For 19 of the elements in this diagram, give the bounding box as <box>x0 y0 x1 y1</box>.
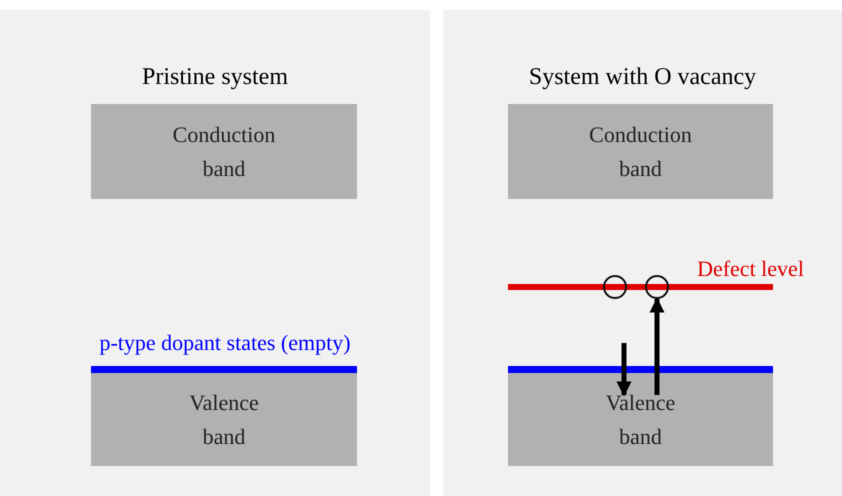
level-label: Defect level <box>696 255 805 283</box>
band-box <box>508 373 773 466</box>
band-label: Valence band <box>604 388 676 450</box>
arrow <box>616 343 632 396</box>
energy-level <box>508 366 773 373</box>
panel-title: System with O vacancy <box>528 63 758 92</box>
panel-background <box>443 10 842 496</box>
band-label: Conduction band <box>588 120 693 182</box>
band-label: Valence band <box>188 388 260 450</box>
level-label: p-type dopant states (empty) <box>98 329 352 357</box>
hole-circle <box>603 275 627 299</box>
band-box <box>91 373 357 466</box>
band-label: Conduction band <box>172 120 276 182</box>
panel-title: Pristine system <box>140 63 289 92</box>
hole-circle <box>645 275 669 299</box>
panel-background <box>0 10 430 496</box>
band-box <box>508 104 773 199</box>
band-box <box>91 104 357 199</box>
arrow <box>650 298 664 395</box>
